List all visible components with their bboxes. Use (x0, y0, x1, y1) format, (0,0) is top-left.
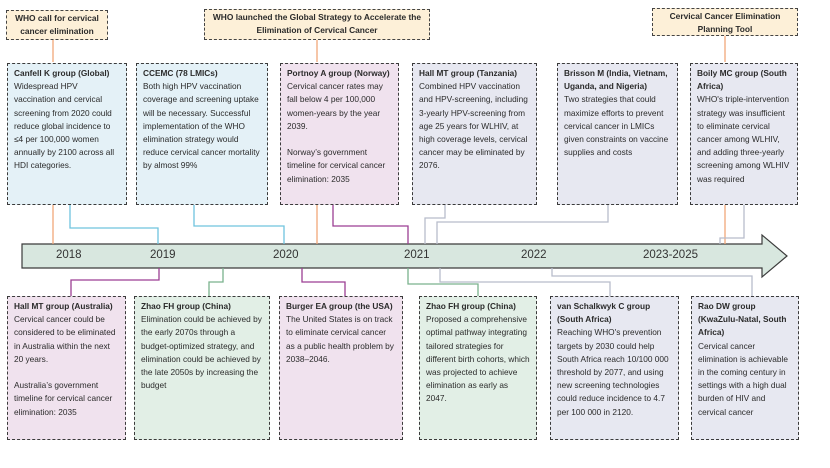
event-who-global-strategy: WHO launched the Global Strategy to Acce… (204, 9, 430, 40)
connector-boily-2023 (719, 205, 745, 244)
study-zhao-china-budget: Zhao FH group (China) Elimination could … (134, 296, 270, 440)
study-body: Cervical cancer could be considered to b… (14, 314, 116, 417)
study-canfell-global: Canfell K group (Global) Widespread HPV … (7, 63, 127, 205)
study-van-schalkwyk: van Schalkwyk C group (South Africa) Rea… (550, 296, 679, 440)
connector-portnoy-2021 (332, 205, 409, 244)
study-title: van Schalkwyk C group (South Africa) (557, 301, 651, 325)
study-portnoy-norway: Portnoy A group (Norway) Cervical cancer… (280, 63, 399, 205)
year-2021: 2021 (404, 249, 430, 261)
year-2022: 2022 (521, 249, 547, 261)
year-2019: 2019 (150, 249, 176, 261)
year-2018: 2018 (56, 249, 82, 261)
timeline-arrow (21, 233, 788, 279)
study-body: Cervical cancer elimination is achievabl… (698, 340, 788, 417)
study-title: CCEMC (78 LMICs) (143, 68, 218, 78)
study-title: Zhao FH group (China) (141, 301, 231, 311)
connector-canfell-2019 (69, 205, 159, 244)
study-body: WHO's triple-intervention strategy was i… (697, 94, 790, 184)
study-title: Brisson M (India, Vietnam, Uganda, and N… (564, 68, 668, 92)
connector-zhao-2020 (208, 268, 224, 296)
year-2020: 2020 (273, 249, 299, 261)
study-title: Hall MT group (Australia) (14, 301, 113, 311)
study-body: Cervical cancer rates may fall below 4 p… (287, 81, 386, 184)
study-boily-south-africa: Boily MC group (South Africa) WHO's trip… (690, 63, 798, 205)
connector-hall-tanzania-2021 (424, 205, 446, 244)
study-brisson: Brisson M (India, Vietnam, Uganda, and N… (557, 63, 678, 205)
study-title: Boily MC group (South Africa) (697, 68, 787, 92)
study-body: Combined HPV vaccination and HPV-screeni… (419, 81, 528, 171)
study-body: Two strategies that could maximize effor… (564, 94, 669, 158)
study-zhao-china-pathway: Zhao FH group (China) Proposed a compreh… (419, 296, 537, 440)
study-title: Burger EA group (the USA) (286, 301, 393, 311)
study-body: Reaching WHO's prevention targets by 203… (557, 327, 669, 417)
study-body: Proposed a comprehensive optimal pathway… (426, 314, 530, 404)
connector-schalkwyk-2021 (439, 268, 611, 296)
study-burger-usa: Burger EA group (the USA) The United Sta… (279, 296, 403, 440)
connector-burger-2020 (301, 268, 346, 296)
connector-brisson-2021 (436, 205, 609, 244)
study-hall-australia: Hall MT group (Australia) Cervical cance… (7, 296, 126, 440)
study-rao-kwazulu-natal: Rao DW group (KwaZulu-Natal, South Afric… (691, 296, 799, 440)
year-2023-2025: 2023-2025 (643, 249, 698, 261)
study-body: Elimination could be achieved by the ear… (141, 314, 262, 391)
connector-hall-australia-2019 (70, 268, 160, 296)
event-who-call: WHO call for cervical cancer elimination (6, 10, 108, 40)
study-title: Canfell K group (Global) (14, 68, 110, 78)
connector-ccemc-2020 (193, 205, 285, 244)
study-body: Both high HPV vaccination coverage and s… (143, 81, 260, 171)
study-ccemc: CCEMC (78 LMICs) Both high HPV vaccinati… (136, 63, 268, 205)
study-body: The United States is on track to elimina… (286, 314, 394, 364)
study-title: Portnoy A group (Norway) (287, 68, 390, 78)
connector-zhao-2021 (407, 268, 479, 296)
study-title: Zhao FH group (China) (426, 301, 516, 311)
study-body: Widespread HPV vaccination and cervical … (14, 81, 115, 171)
study-title: Hall MT group (Tanzania) (419, 68, 518, 78)
study-title: Rao DW group (KwaZulu-Natal, South Afric… (698, 301, 787, 338)
event-elimination-planning-tool: Cervical Cancer Elimination Planning Too… (652, 8, 798, 36)
study-hall-tanzania: Hall MT group (Tanzania) Combined HPV va… (412, 63, 537, 205)
connector-rao-2022 (551, 268, 753, 296)
